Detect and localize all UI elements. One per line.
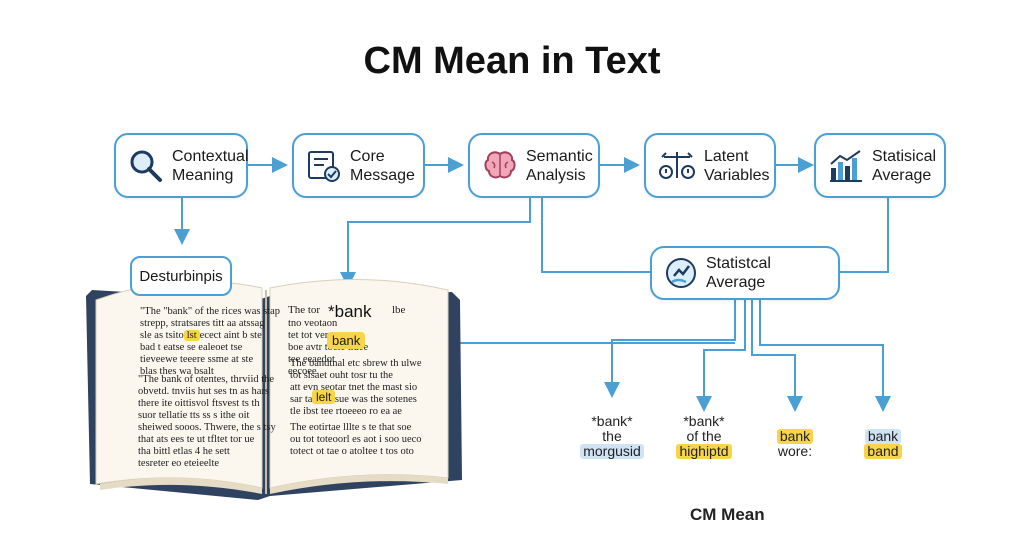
sense-line: the [602,428,622,444]
text-line: tle ibst tee rtoeeeo ro ea ae [290,406,402,417]
sense-3: bank wore: [760,429,830,459]
text-line: bad t eatse [140,342,185,353]
node-label-line: Contextual [172,147,249,165]
highlight-bank: bank [327,332,366,349]
edge-semantic-to-bank [340,198,531,288]
sense-tag-2: band [864,444,902,459]
text-line: that ats ees te ut tfltet tor ue [138,434,255,445]
node-label-line: Average [872,166,932,184]
text-line: suor tellatie tts ss s [138,410,218,421]
node-label-line: Meaning [172,166,234,184]
text-line: salt [199,366,214,377]
text-line: sle as tsito [140,330,184,341]
diagram-title: CM Mean in Text [363,40,661,82]
text-line: The eotirtae lllte s te that soe [290,422,412,433]
sense-2: *bank* of the highiptd [664,414,744,459]
text-line: tee eeaedot [288,354,335,365]
node-label-line: Semantic [526,147,593,165]
sense-tag: bank [864,429,902,444]
text-line: tot slsaet ouht tosr tu the [290,370,393,381]
book-label: Desturbinpis [130,256,232,296]
text-line: ithe oit [219,410,250,421]
highlight-lelt: lelt [312,390,336,404]
sense-tag: bank [776,429,814,444]
text-line: "The "bank" of the rices was stap [140,306,280,317]
sense-4: bank band [848,429,918,459]
text-line: eecoee. [288,366,320,377]
sense-line: *bank* [683,413,725,429]
highlight-lst: lst [183,330,200,341]
edge-semantic-to-mid [541,198,652,273]
bar-chart-icon [830,149,862,182]
text-line: sheiwed sooos. Thwere, the s tsy [138,422,276,433]
open-book-illustration [86,279,462,500]
text-line: tieveewe [140,354,178,365]
text-line: tha bittl etlas 4 he sett [138,446,230,457]
text-line: ecect aint b ste [199,330,262,341]
text-line: se ealeoet tse [186,342,243,353]
sense-1: *bank* the morgusid [572,414,652,459]
magnifier-icon [130,150,162,182]
text-line: The bandtnal etc sbrew th ulwe [290,358,422,369]
node-label-line: Latent [704,147,749,165]
right-page-head-right: lbe [392,304,406,316]
sense-line: *bank* [591,413,633,429]
text-line: att evn seotar tnet the mast sio [290,382,418,393]
text-line: "The bank of otentes, thrviid the [138,374,275,385]
sense-line: of the [686,428,722,444]
text-line: blas thes wa b [140,366,200,377]
node-label-line: Statisical [872,147,937,165]
node-label-line: Core [350,147,385,165]
node-label-line: Statistcal Average [706,255,771,291]
edge-statistical-to-mid [838,198,889,273]
sense-tag: morgusid [580,444,644,459]
node-label-line: Variables [704,166,770,184]
text-line: there ite oittisvol ftsvest ts th [138,398,260,409]
checklist-icon [308,150,340,182]
text-line: strepp, stratsares titt aa atssag [140,318,265,329]
right-page-head-small: The tor [288,304,321,316]
hand-chart-icon [666,258,696,288]
text-line: tesreter eo eteieelte [138,458,220,469]
text-line: obvetd. tnviis hut ses tn as hars [138,386,269,397]
subtitle: CM Mean [690,505,765,524]
node-statistical-average-mid[interactable]: Statistcal Average [650,246,840,300]
brain-icon [484,150,516,178]
scale-icon [659,151,695,179]
text-line: ou tot toteoorl es aot i soo ueco [290,434,422,445]
text-line: teeere ssme at ste [179,354,254,365]
node-label-line: Message [350,166,415,184]
text-line: sar tahaoe sue was the sotenes [290,394,417,405]
edge-mid-to-sense-2 [696,300,746,412]
edge-mid-to-sense-4 [759,300,891,412]
text-line: tno veotaon [288,318,338,329]
edge-mid-to-sense-3 [751,300,803,412]
sense-tag-2: wore: [777,443,813,459]
sense-tag: highiptd [676,444,732,459]
edge-mid-to-sense-1 [604,300,736,398]
text-line: totect ot tae o atoltee t tos oto [290,446,414,457]
right-page-head-word: *bank [328,302,372,321]
node-label-line: Analysis [526,166,586,184]
